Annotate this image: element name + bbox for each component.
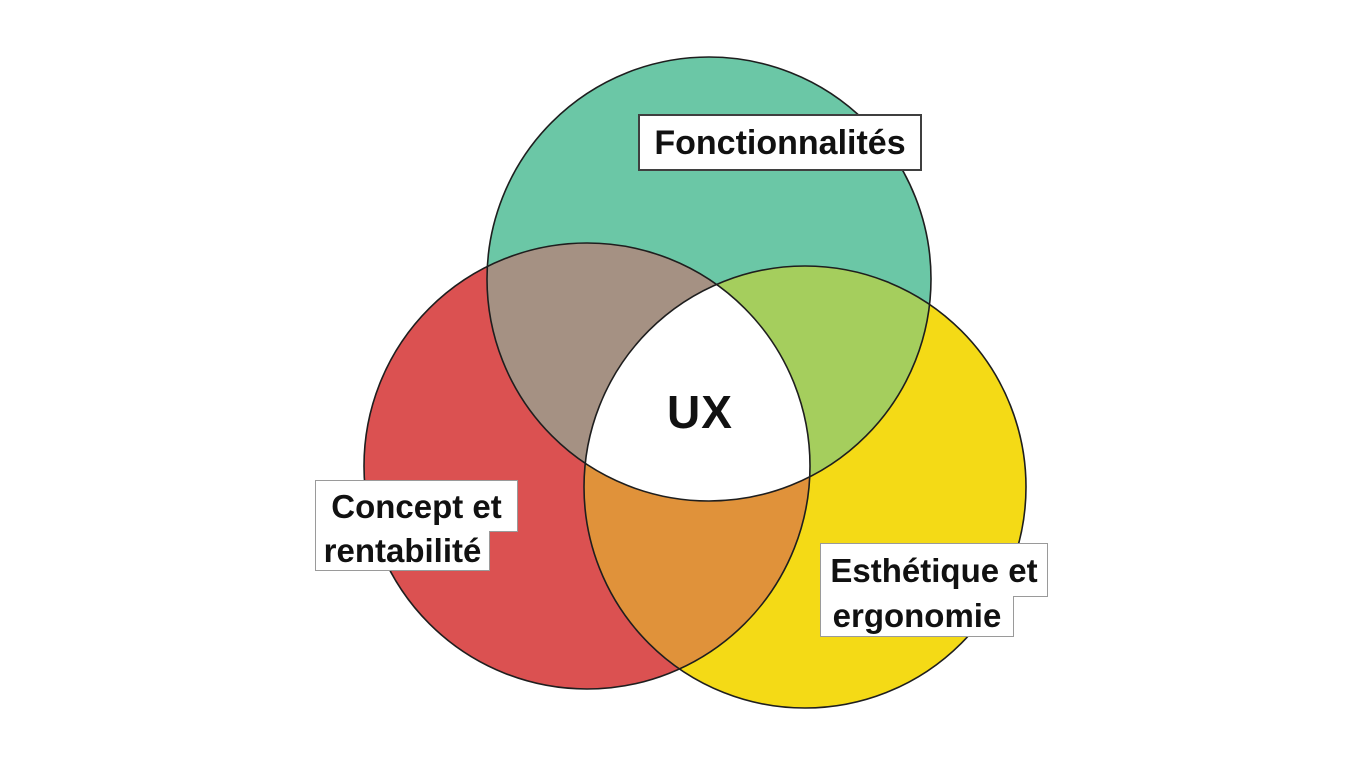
label-esthetique-line1: Esthétique et [820, 543, 1048, 597]
label-concept-line2: rentabilité [315, 530, 490, 571]
outline-esthetique [583, 265, 1027, 709]
circle-outlines [363, 56, 1027, 709]
outline-fonctionnalites [486, 56, 932, 502]
label-esthetique-line2: ergonomie [820, 595, 1014, 637]
label-concept-line1: Concept et [315, 480, 518, 532]
outline-concept [363, 242, 811, 690]
label-fonctionnalites: Fonctionnalités [638, 114, 922, 171]
center-label-ux: UX [667, 386, 733, 438]
